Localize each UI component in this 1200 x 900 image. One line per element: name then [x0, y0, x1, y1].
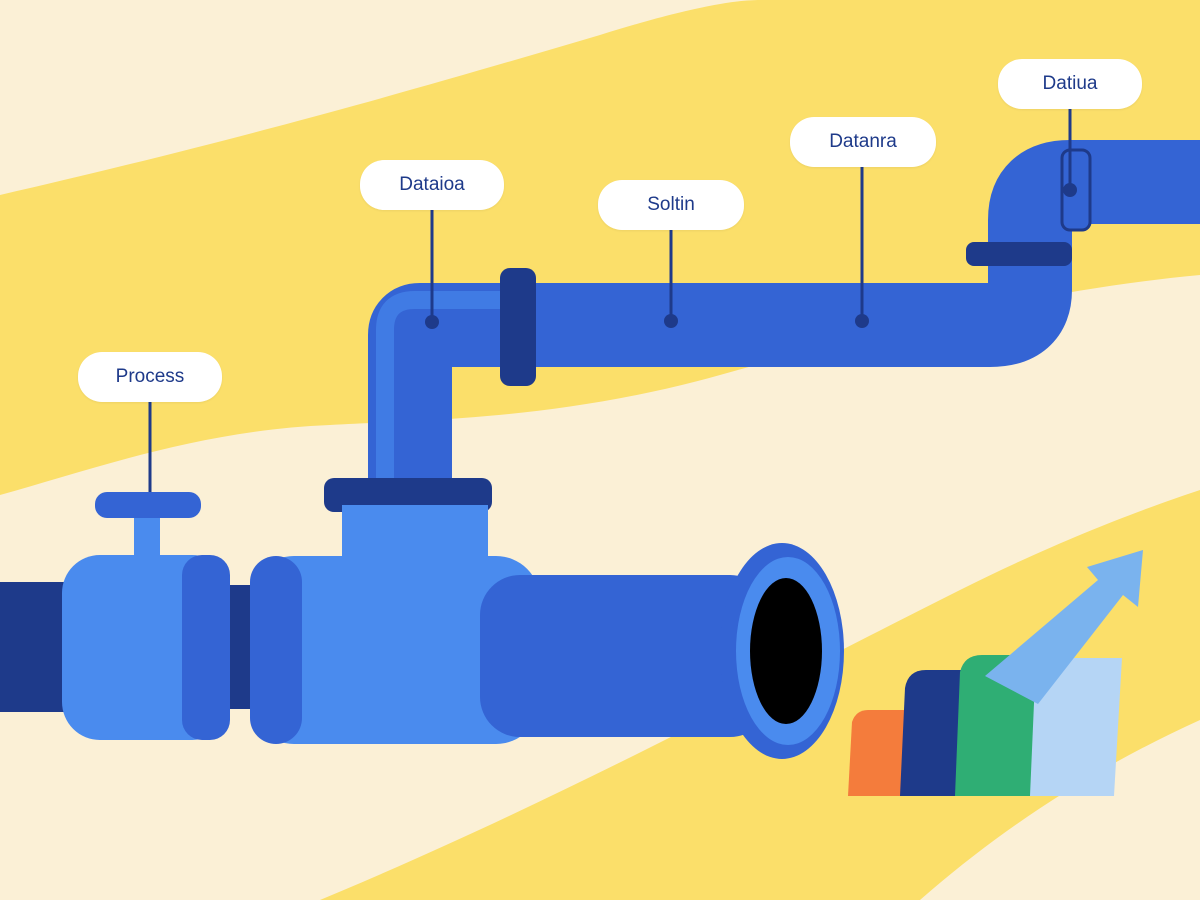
label-dataioa: Dataioa	[360, 160, 504, 210]
valve-body-shadow	[182, 555, 230, 740]
label-process: Process	[78, 352, 222, 402]
label-datiua: Datiua	[998, 59, 1142, 109]
callout-leaders	[148, 104, 1072, 492]
dot-datiua	[1063, 183, 1077, 197]
chart-bar-orange	[848, 710, 918, 796]
label-soltin: Soltin	[598, 180, 744, 230]
label-datanra: Datanra	[790, 117, 936, 167]
tee-body	[250, 556, 540, 744]
pipe-base-flange	[324, 478, 492, 512]
pipe-collar-2	[966, 242, 1072, 266]
upper-pipe-highlight	[376, 291, 509, 489]
tee-body-shadow	[250, 556, 302, 744]
pipe-opening-icon	[750, 578, 822, 724]
callout-dots	[425, 183, 1077, 329]
dot-datanra	[855, 314, 869, 328]
pipe-collar-1	[500, 268, 536, 386]
dot-dataioa	[425, 315, 439, 329]
outlet-pipe	[480, 575, 770, 737]
chart-bar-navy	[900, 670, 968, 796]
chart-bar-light	[1030, 658, 1122, 796]
arrow-up-right-icon	[985, 550, 1143, 704]
lower-pipe	[0, 492, 844, 759]
upper-pipe-run	[368, 140, 1200, 505]
growth-chart-icon	[848, 550, 1143, 796]
valve-icon	[95, 492, 201, 518]
dot-soltin	[664, 314, 678, 328]
